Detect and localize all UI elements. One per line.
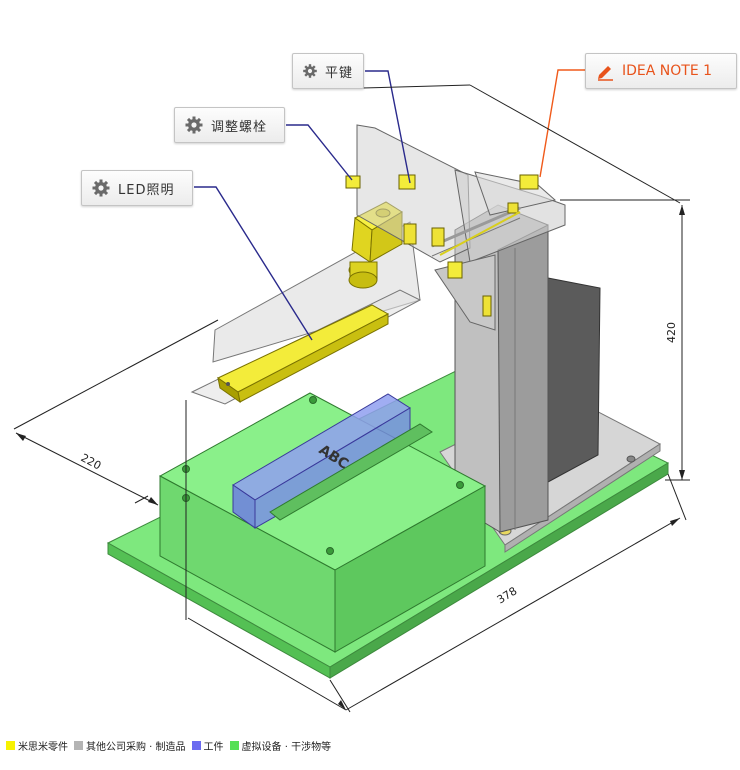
dimension-378: 378 [495, 584, 520, 606]
dimension-lines [13, 84, 690, 713]
callout-idea-note[interactable]: IDEA NOTE 1 [585, 53, 737, 89]
pencil-icon [598, 66, 613, 81]
gear-icon [185, 116, 203, 134]
callout-idea-note-label: IDEA NOTE 1 [622, 63, 713, 79]
workpiece [232, 393, 433, 529]
legend-item-virtual: 虚拟设备 · 干涉物等 [229, 738, 332, 753]
leader-lines [194, 69, 586, 341]
callout-adjust-bolt-label: 调整螺栓 [211, 119, 268, 135]
legend-item-other: 其他公司采购 · 制造品 [74, 738, 186, 753]
dimension-arrows [16, 205, 685, 710]
legend-label: 工件 [203, 742, 224, 753]
callout-adjust-bolt[interactable]: 调整螺栓 [174, 107, 285, 143]
legend-item-workpiece: 工件 [191, 738, 224, 753]
legend-label: 虚拟设备 · 干涉物等 [241, 742, 332, 753]
callout-led-light[interactable]: LED照明 [81, 170, 193, 206]
callout-led-light-label: LED照明 [118, 182, 175, 198]
legend-swatch-gray [74, 741, 83, 750]
led-light-bar [217, 304, 390, 404]
legend-swatch-blue [191, 741, 201, 750]
legend-label: 米思米零件 [18, 742, 68, 753]
legend-swatch-yellow [6, 741, 15, 750]
legend-swatch-green [229, 741, 239, 750]
color-legend: 米思米零件 其他公司采购 · 制造品 工件 虚拟设备 · 干涉物等 [6, 738, 337, 753]
callout-flat-key-label: 平键 [324, 65, 353, 81]
callout-flat-key[interactable]: 平键 [292, 53, 364, 89]
gear-icon [303, 64, 317, 78]
dimension-220: 220 [79, 451, 104, 472]
legend-label: 其他公司采购 · 制造品 [86, 742, 186, 753]
dimension-420: 420 [665, 322, 678, 343]
misumi-parts [345, 174, 539, 317]
gear-icon [92, 179, 110, 197]
legend-item-misumi: 米思米零件 [6, 738, 68, 753]
